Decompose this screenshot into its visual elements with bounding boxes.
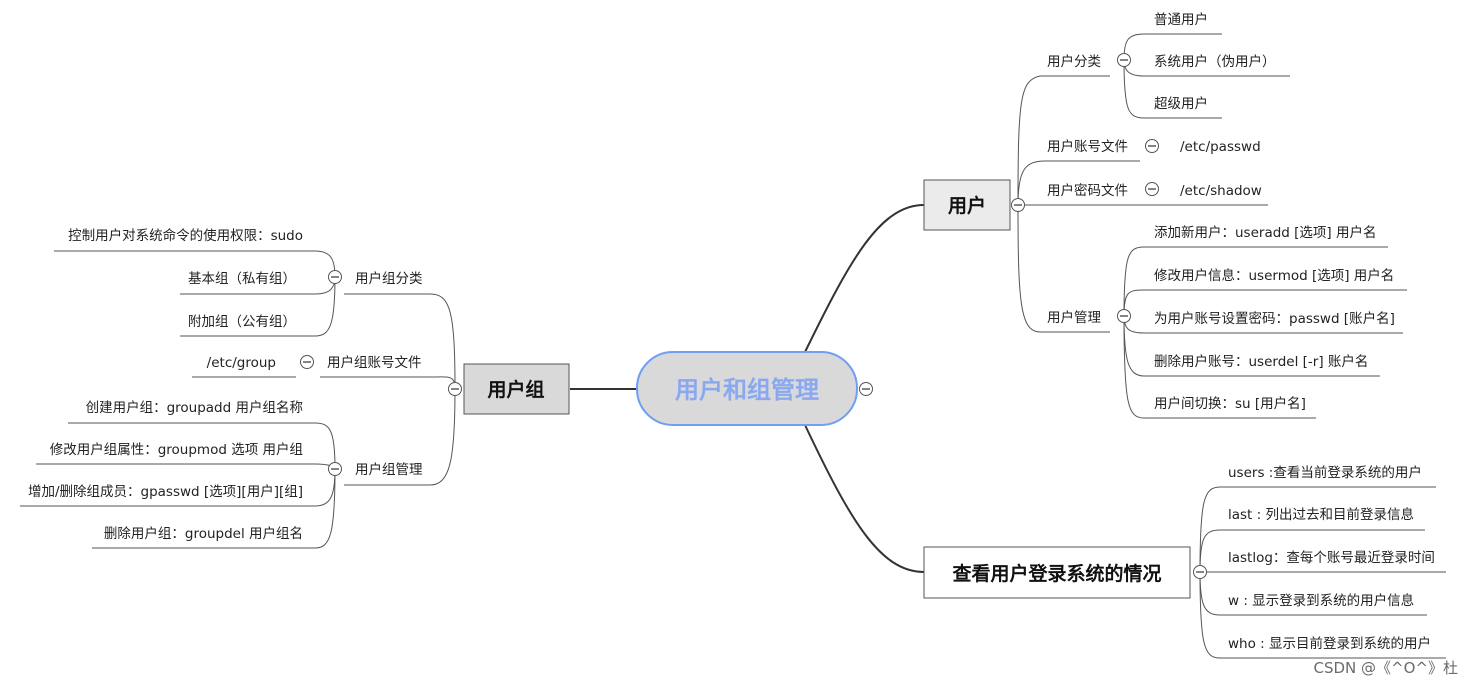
svg-text:用户组: 用户组 <box>487 378 544 401</box>
node-group-management-item-2[interactable]: 修改用户组属性：groupmod 选项 用户组 <box>50 441 303 458</box>
node-group-category-item-3[interactable]: 附加组（公有组） <box>188 314 296 330</box>
node-user-password-file[interactable]: 用户密码文件 <box>1047 182 1128 199</box>
login-branch-links <box>1199 486 1446 659</box>
node-user-category[interactable]: 用户分类 <box>1047 53 1101 70</box>
topic-group-collapse-icon[interactable] <box>448 382 462 396</box>
node-group-management-item-4[interactable]: 删除用户组：groupdel 用户组名 <box>104 525 303 542</box>
node-login-item-3[interactable]: lastlog：查每个账号最近登录时间 <box>1228 550 1435 566</box>
node-group-account-file[interactable]: 用户组账号文件 <box>327 354 422 371</box>
node-user-management-item-1[interactable]: 添加新用户：useradd [选项] 用户名 <box>1154 224 1376 241</box>
node-user-management-item-2[interactable]: 修改用户信息：usermod [选项] 用户名 <box>1154 267 1394 284</box>
topic-login-collapse-icon[interactable] <box>1193 565 1207 579</box>
node-group-management-collapse-icon[interactable] <box>328 462 342 476</box>
node-user-category-item-1[interactable]: 普通用户 <box>1154 11 1208 28</box>
svg-text:查看用户登录系统的情况: 查看用户登录系统的情况 <box>951 562 1161 585</box>
branch-root-user <box>804 204 925 353</box>
node-user-category-item-2[interactable]: 系统用户（伪用户） <box>1154 53 1276 70</box>
topic-user[interactable]: 用户 <box>923 179 1011 231</box>
node-user-management[interactable]: 用户管理 <box>1047 309 1101 326</box>
node-group-category-item-1[interactable]: 控制用户对系统命令的使用权限：sudo <box>68 227 303 244</box>
node-user-password-file-collapse-icon[interactable] <box>1145 182 1159 196</box>
node-user-account-file-path[interactable]: /etc/passwd <box>1180 139 1261 155</box>
root-collapse-icon[interactable] <box>859 382 873 396</box>
node-user-management-item-3[interactable]: 为用户账号设置密码：passwd [账户名] <box>1154 310 1395 327</box>
root-node[interactable]: 用户和组管理 <box>636 351 858 426</box>
node-user-management-item-4[interactable]: 删除用户账号：userdel [-r] 账户名 <box>1154 353 1368 370</box>
svg-text:用户: 用户 <box>948 194 986 217</box>
node-user-account-file[interactable]: 用户账号文件 <box>1047 138 1128 155</box>
node-user-management-item-5[interactable]: 用户间切换：su [用户名] <box>1154 395 1306 412</box>
node-login-item-5[interactable]: who : 显示目前登录到系统的用户 <box>1228 635 1431 652</box>
node-group-account-file-path[interactable]: /etc/group <box>207 355 276 371</box>
branch-root-login <box>804 424 925 573</box>
node-group-category-item-2[interactable]: 基本组（私有组） <box>188 270 296 287</box>
node-user-management-collapse-icon[interactable] <box>1117 309 1131 323</box>
node-group-management-item-3[interactable]: 增加/删除组成员：gpasswd [选项][用户][组] <box>28 483 303 500</box>
node-group-category-collapse-icon[interactable] <box>328 270 342 284</box>
node-group-account-file-collapse-icon[interactable] <box>300 355 314 369</box>
node-user-account-file-collapse-icon[interactable] <box>1145 139 1159 153</box>
topic-user-collapse-icon[interactable] <box>1011 198 1025 212</box>
node-user-category-collapse-icon[interactable] <box>1117 53 1131 67</box>
node-group-management[interactable]: 用户组管理 <box>355 461 423 478</box>
node-group-management-item-1[interactable]: 创建用户组：groupadd 用户组名称 <box>86 399 303 416</box>
node-user-category-item-3[interactable]: 超级用户 <box>1154 95 1208 112</box>
watermark: CSDN @《^O^》杜 <box>1314 659 1458 677</box>
topic-group[interactable]: 用户组 <box>463 363 570 415</box>
node-group-category[interactable]: 用户组分类 <box>355 270 423 287</box>
node-login-item-2[interactable]: last : 列出过去和目前登录信息 <box>1228 506 1414 523</box>
node-login-item-4[interactable]: w : 显示登录到系统的用户信息 <box>1228 592 1414 609</box>
topic-login[interactable]: 查看用户登录系统的情况 <box>923 546 1191 599</box>
node-login-item-1[interactable]: users :查看当前登录系统的用户 <box>1228 464 1422 481</box>
root-title: 用户和组管理 <box>675 376 819 404</box>
node-user-password-file-path[interactable]: /etc/shadow <box>1180 183 1262 199</box>
